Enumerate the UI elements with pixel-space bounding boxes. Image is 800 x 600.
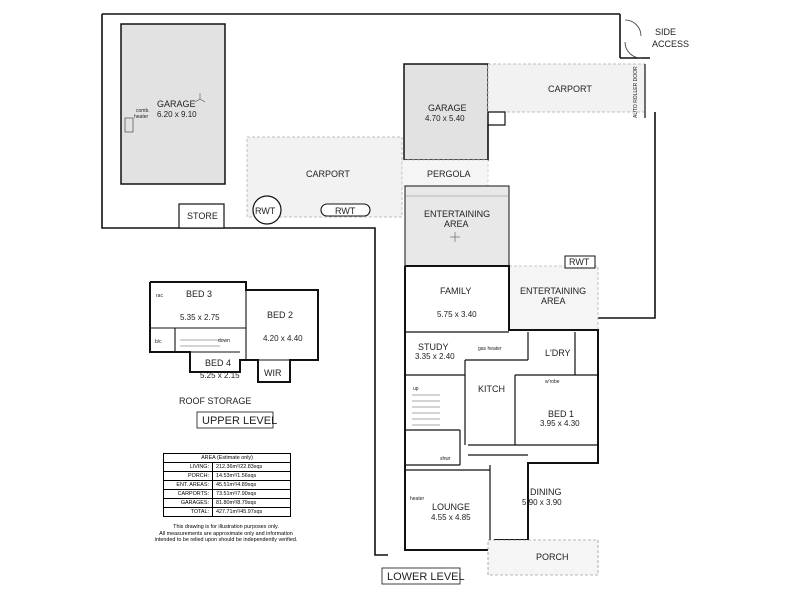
entertaining-right-line2: AREA xyxy=(541,296,566,306)
gas-heater-label: gas heater xyxy=(478,346,502,352)
comb-heater-1: comb. xyxy=(136,108,150,114)
wir-name: WIR xyxy=(264,368,282,378)
house-walls xyxy=(404,265,599,551)
area-value: 212.36m²/22.83sqs xyxy=(216,464,263,470)
study-name: STUDY xyxy=(418,342,449,352)
rwt-right-label: RWT xyxy=(569,257,590,267)
side-access-gate xyxy=(624,19,642,59)
blc-label: b/c xyxy=(155,339,162,345)
rwt-round-tank xyxy=(252,195,282,225)
heater-label: heater xyxy=(410,496,425,502)
entertaining-upper-line2: AREA xyxy=(444,219,469,229)
disclaimer-line: All measurements are approximate only an… xyxy=(159,530,293,537)
area-label: PORCH: xyxy=(164,472,213,480)
upper-level-box xyxy=(196,411,274,429)
porch-name: PORCH xyxy=(536,552,569,562)
bed3-dims: 5.35 x 2.75 xyxy=(180,313,220,322)
side-access-line2: ACCESS xyxy=(652,39,689,49)
light-icon xyxy=(194,93,206,103)
study-dims: 3.35 x 2.40 xyxy=(415,352,455,361)
family-dims: 5.75 x 3.40 xyxy=(437,310,477,319)
garage-left-dims: 6.20 x 9.10 xyxy=(157,110,197,119)
bed3-name: BED 3 xyxy=(186,289,212,299)
area-row: TOTAL:427.71m²/45.97sqs xyxy=(164,508,290,516)
area-row: ENT. AREAS:45.51m²/4.89sqs xyxy=(164,481,290,490)
internal-walls xyxy=(405,331,598,550)
bed1-dims: 3.95 x 4.30 xyxy=(540,419,580,428)
dining-name: DINING xyxy=(530,487,562,497)
kitch-name: KITCH xyxy=(478,384,505,394)
entertaining-right-line1: ENTERTAINING xyxy=(520,286,586,296)
roller-door-label: AUTO ROLLER DOOR xyxy=(633,66,639,118)
fan-icon xyxy=(450,232,460,242)
lounge-dims: 4.55 x 4.85 xyxy=(431,513,471,522)
stairs-upper xyxy=(180,339,220,347)
upper-level-label: UPPER LEVEL xyxy=(202,415,277,427)
area-value: 14.53m²/1.56sqs xyxy=(216,473,257,479)
stairs-lower xyxy=(412,394,440,426)
area-label: GARAGES: xyxy=(164,499,213,507)
boundary-walls xyxy=(101,13,656,556)
upper-walls xyxy=(149,281,319,383)
bed4-name: BED 4 xyxy=(205,358,231,368)
area-value: 427.71m²/45.97sqs xyxy=(216,509,263,515)
heater-icon xyxy=(124,117,134,133)
upper-internal-walls xyxy=(150,290,290,361)
bed4-dims: 5.25 x 2.15 xyxy=(200,371,240,380)
up-label: up xyxy=(413,386,419,392)
pergola xyxy=(401,159,489,187)
entertaining-right xyxy=(508,265,599,331)
garage-left-name: GARAGE xyxy=(157,99,196,109)
lower-level-label: LOWER LEVEL xyxy=(387,571,465,583)
area-row: CARPORTS:73.51m²/7.90sqs xyxy=(164,490,290,499)
garage-left xyxy=(120,23,226,185)
area-label: ENT. AREAS: xyxy=(164,481,213,489)
area-label: TOTAL: xyxy=(164,508,213,516)
entertaining-upper-line1: ENTERTAINING xyxy=(424,209,490,219)
lounge-name: LOUNGE xyxy=(432,502,470,512)
comb-heater-2: heater xyxy=(134,114,149,120)
rwt-right-tank xyxy=(564,255,596,269)
carport-right-name: CARPORT xyxy=(548,84,592,94)
rwt-long-tank xyxy=(320,203,371,217)
down-label: down xyxy=(218,338,230,344)
garage-right-name: GARAGE xyxy=(428,103,467,113)
area-value: 81.80m²/8.79sqs xyxy=(216,500,257,506)
area-row: GARAGES:81.80m²/8.79sqs xyxy=(164,499,290,508)
entertaining-upper xyxy=(404,185,510,267)
store xyxy=(178,203,225,229)
area-table: AREA (Estimate only) LIVING:212.36m²/22.… xyxy=(163,453,291,517)
bed2-name: BED 2 xyxy=(267,310,293,320)
lower-level-box xyxy=(381,567,461,585)
area-value: 73.51m²/7.90sqs xyxy=(216,491,257,497)
family-name: FAMILY xyxy=(440,286,471,296)
area-label: LIVING: xyxy=(164,463,213,471)
area-table-header: AREA (Estimate only) xyxy=(164,454,290,463)
area-row: LIVING:212.36m²/22.83sqs xyxy=(164,463,290,472)
garage-right-dims: 4.70 x 5.40 xyxy=(425,114,465,123)
dining-dims: 5.90 x 3.90 xyxy=(522,498,562,507)
roof-storage-label: ROOF STORAGE xyxy=(179,396,251,406)
bed1-name: BED 1 xyxy=(548,409,574,419)
ldry-name: L'DRY xyxy=(545,348,571,358)
shwr-label: shwr xyxy=(440,456,451,462)
carport-left-name: CARPORT xyxy=(306,169,350,179)
porch xyxy=(487,539,599,576)
disclaimer-line: This drawing is for illustration purpose… xyxy=(173,524,279,530)
bed2-dims: 4.20 x 4.40 xyxy=(263,334,303,343)
area-label: CARPORTS: xyxy=(164,490,213,498)
area-row: PORCH:14.53m²/1.56sqs xyxy=(164,472,290,481)
side-access-line1: SIDE xyxy=(655,27,676,37)
garage-right xyxy=(403,63,489,161)
rwt-round-label: RWT xyxy=(255,206,276,216)
store-name: STORE xyxy=(187,211,218,221)
disclaimer: This drawing is for illustration purpose… xyxy=(140,524,312,544)
disclaimer-line: intended to be relied upon should be ind… xyxy=(154,537,298,543)
pergola-label: PERGOLA xyxy=(427,169,471,179)
rwt-long-label: RWT xyxy=(335,206,356,216)
rac-label: rac xyxy=(156,293,163,299)
wrobe-label: w'robe xyxy=(545,379,560,385)
area-value: 45.51m²/4.89sqs xyxy=(216,482,257,488)
